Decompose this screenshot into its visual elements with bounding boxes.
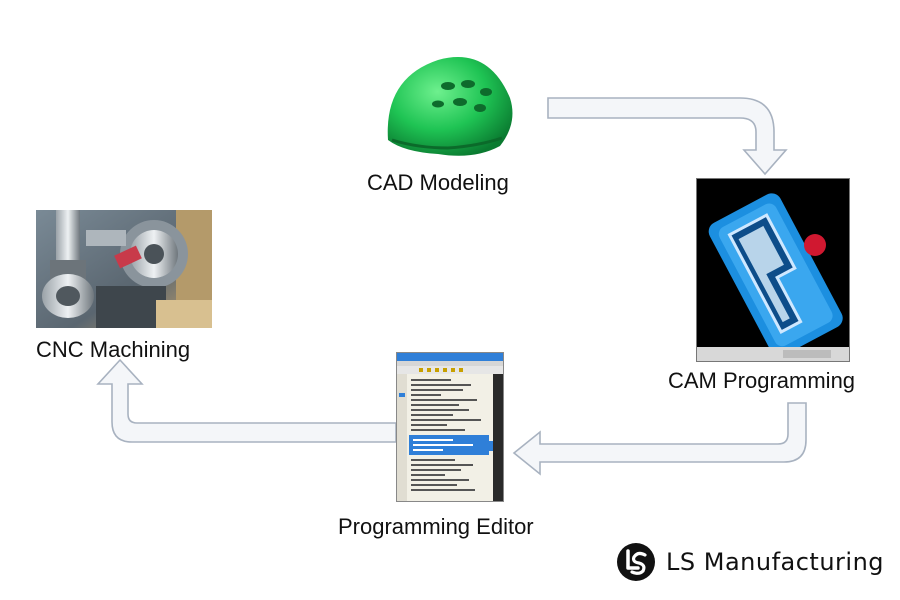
cam-label: CAM Programming (668, 368, 856, 393)
cad-node (378, 48, 518, 163)
editor-label: Programming Editor (338, 514, 534, 539)
cnc-node (36, 210, 212, 328)
cam-node (696, 178, 850, 362)
cnc-label: CNC Machining (36, 337, 191, 362)
editor-node (396, 352, 504, 502)
cad-label: CAD Modeling (367, 170, 509, 195)
code-editor-image (397, 353, 503, 501)
helmet-3d-model-image (387, 57, 513, 156)
arrow-cam-to-editor (512, 402, 807, 476)
arrow-editor-to-cnc (96, 358, 397, 443)
brand-logo: LS Manufacturing (616, 540, 884, 584)
arrow-cad-to-cam (547, 97, 788, 176)
cam-toolpath-image (697, 179, 849, 361)
ls-logo-icon (617, 543, 655, 581)
brand-name: LS Manufacturing (666, 548, 885, 576)
lathe-photo-image (36, 210, 212, 328)
